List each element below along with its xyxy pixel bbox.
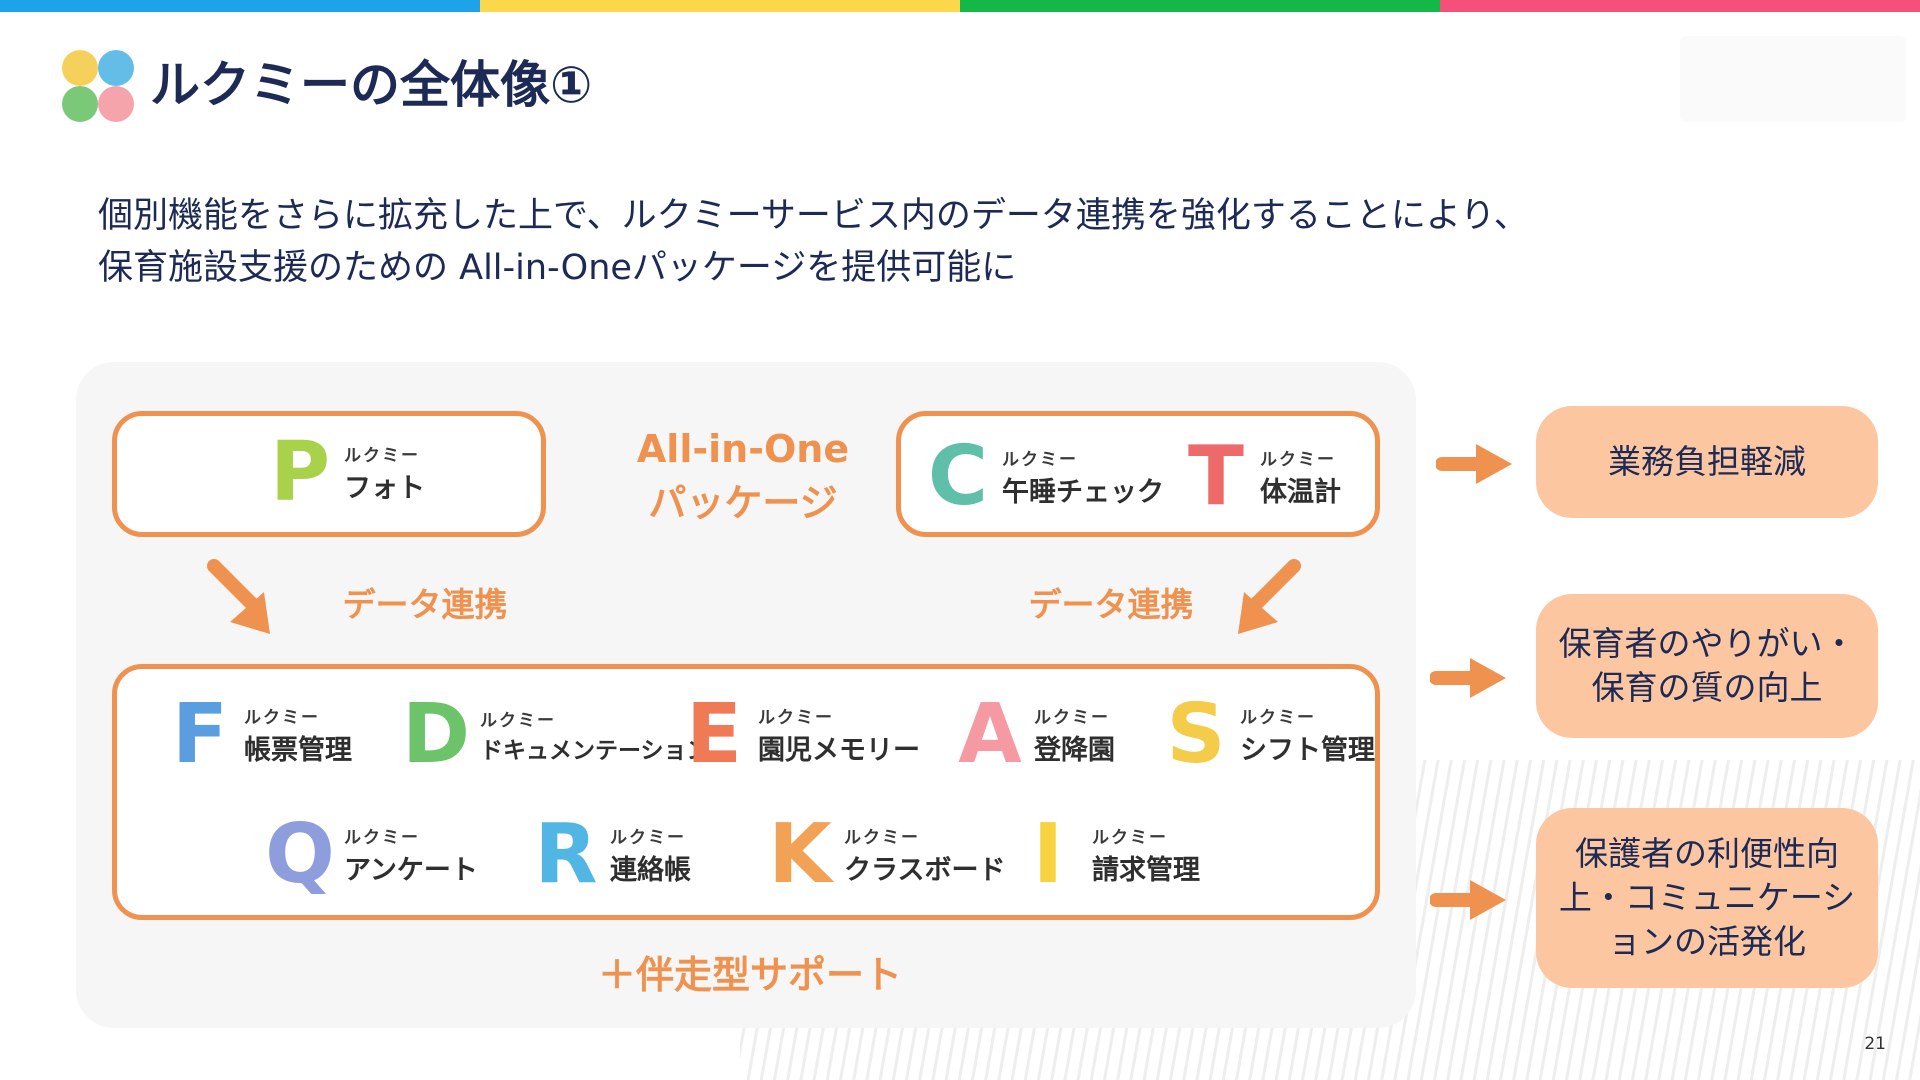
- brand-small: ルクミー: [1092, 828, 1168, 848]
- product-survey: Q ルクミー アンケート: [262, 814, 478, 896]
- child-memory-letter-icon: E: [685, 687, 742, 782]
- documentation-letter-icon: D: [401, 687, 471, 782]
- product-name: 帳票管理: [244, 735, 352, 766]
- product-name: 体温計: [1260, 477, 1341, 508]
- contact-book-letter-icon: R: [534, 807, 598, 902]
- brand-small: ルクミー: [758, 708, 834, 728]
- product-name: 園児メモリー: [758, 735, 920, 766]
- thermometer-letter-icon: T: [1188, 429, 1244, 524]
- product-name: 登降園: [1034, 735, 1115, 766]
- bottom-product-box: [112, 664, 1380, 920]
- product-child-memory: E ルクミー 園児メモリー: [676, 694, 920, 776]
- brand-small: ルクミー: [1240, 708, 1316, 728]
- support-label: ＋伴走型サポート: [597, 953, 902, 997]
- product-photo: P ルクミー フォト: [262, 432, 425, 514]
- package-line-1: All-in-One: [636, 427, 850, 471]
- arrow-right-icon: [1430, 658, 1506, 698]
- brand-small: ルクミー: [844, 828, 920, 848]
- product-contact-book: R ルクミー 連絡帳: [528, 814, 691, 896]
- product-name: 連絡帳: [610, 855, 691, 886]
- lead-line-1: 個別機能をさらに拡充した上で、ルクミーサービス内のデータ連携を強化することにより…: [98, 196, 1529, 236]
- arrow-right-icon: [1430, 880, 1506, 920]
- brand-small: ルクミー: [1260, 450, 1336, 470]
- top-left-product-box: [112, 411, 546, 537]
- stripe-blue: [0, 0, 480, 12]
- product-name: アンケート: [344, 855, 478, 886]
- product-thermometer: T ルクミー 体温計: [1178, 436, 1341, 518]
- stripe-green: [960, 0, 1440, 12]
- package-label: All-in-One パッケージ: [600, 422, 886, 530]
- page-title: ルクミーの全体像①: [150, 56, 593, 114]
- product-name: ドキュメンテーション: [480, 737, 710, 764]
- package-line-2: パッケージ: [648, 481, 838, 525]
- lead-text: 個別機能をさらに拡充した上で、ルクミーサービス内のデータ連携を強化することにより…: [98, 190, 1529, 294]
- forms-letter-icon: F: [171, 687, 228, 782]
- header-placeholder-box: [1680, 36, 1906, 122]
- brand-small: ルクミー: [244, 708, 320, 728]
- photo-letter-icon: P: [269, 425, 331, 520]
- arrow-right-icon: [1436, 444, 1512, 484]
- page-number: 21: [1864, 1034, 1886, 1054]
- lead-line-2: 保育施設支援のための All-in-Oneパッケージを提供可能に: [98, 248, 1017, 288]
- product-attendance: A ルクミー 登降園: [952, 694, 1115, 776]
- top-right-product-box: [896, 411, 1380, 537]
- product-documentation: D ルクミー ドキュメンテーション: [398, 694, 710, 776]
- arrow-down-right-icon: [207, 559, 270, 634]
- product-class-board: K ルクミー クラスボード: [762, 814, 1005, 896]
- result-parent-convenience: 保護者の利便性向上・コミュニケーションの活発化: [1536, 808, 1878, 988]
- billing-letter-icon: I: [1032, 807, 1064, 902]
- lukumi-logo: [62, 50, 136, 124]
- brand-small: ルクミー: [1034, 708, 1110, 728]
- data-link-label-right: データ連携: [1028, 585, 1194, 624]
- product-nap-check: C ルクミー 午睡チェック: [920, 436, 1164, 518]
- shift-letter-icon: S: [1166, 687, 1226, 782]
- result-quality-improvement: 保育者のやりがい・保育の質の向上: [1536, 594, 1878, 738]
- product-name: 午睡チェック: [1002, 477, 1164, 508]
- survey-letter-icon: Q: [265, 807, 335, 902]
- product-name: クラスボード: [844, 855, 1006, 886]
- product-forms: F ルクミー 帳票管理: [162, 694, 352, 776]
- data-link-label-left: データ連携: [342, 585, 508, 624]
- brand-small: ルクミー: [344, 828, 420, 848]
- brand-small: ルクミー: [1002, 450, 1078, 470]
- nap-check-letter-icon: C: [927, 429, 989, 524]
- brand-small: ルクミー: [344, 446, 420, 466]
- product-billing: I ルクミー 請求管理: [1010, 814, 1200, 896]
- attendance-letter-icon: A: [958, 687, 1022, 782]
- stripe-pink: [1440, 0, 1920, 12]
- brand-small: ルクミー: [480, 710, 556, 731]
- stripe-yellow: [480, 0, 960, 12]
- product-name: シフト管理: [1240, 735, 1375, 766]
- result-workload-reduction: 業務負担軽減: [1536, 406, 1878, 518]
- class-board-letter-icon: K: [768, 807, 832, 902]
- product-name: 請求管理: [1092, 855, 1200, 886]
- product-name: フォト: [344, 473, 425, 504]
- product-shift: S ルクミー シフト管理: [1158, 694, 1375, 776]
- brand-small: ルクミー: [610, 828, 686, 848]
- arrow-down-left-icon: [1238, 559, 1301, 634]
